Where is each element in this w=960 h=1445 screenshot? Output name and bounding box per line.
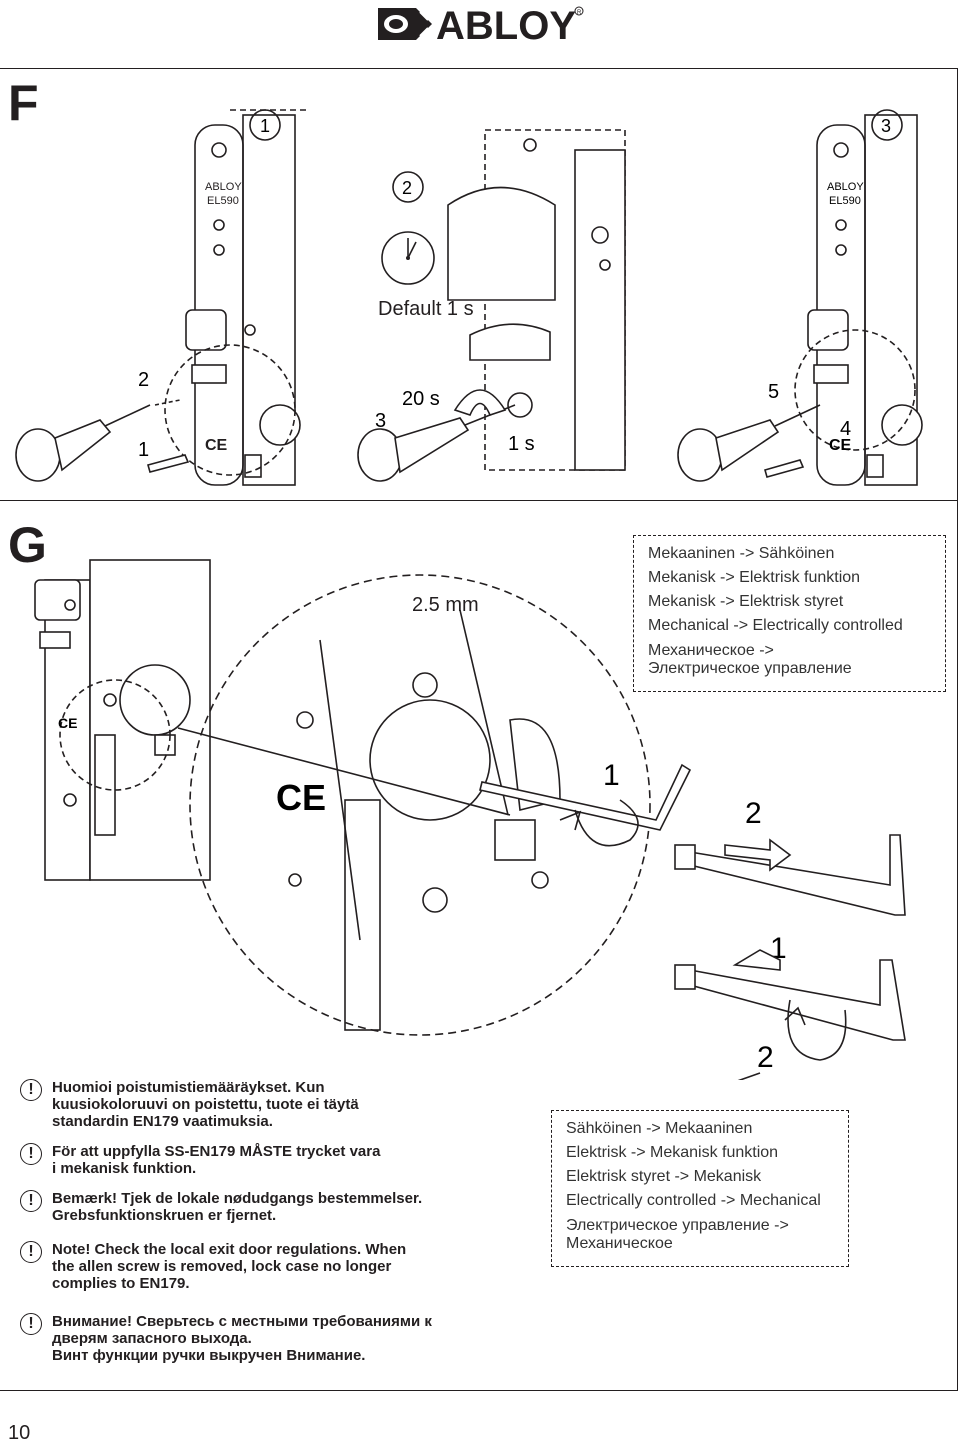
ce-mark: CE xyxy=(205,437,228,454)
box-line: Mechanical -> Electrically controlled xyxy=(648,617,903,634)
time-20s: 20 s xyxy=(402,388,440,410)
wrench-size-label: 2.5 mm xyxy=(412,594,479,616)
step-marker-1: 1 xyxy=(249,109,281,141)
box-line: Mekaaninen -> Sähköinen xyxy=(648,545,835,562)
box-line: Sähköinen -> Mekaaninen xyxy=(566,1120,753,1137)
default-time-label: Default 1 s xyxy=(378,298,474,320)
box-line: Mekanisk -> Elektrisk funktion xyxy=(648,569,861,586)
lock-model-brand: ABLOY xyxy=(827,181,864,193)
section-g-illustration: CE CE 1 2 1 2 xyxy=(34,559,906,1080)
screwdriver-icon xyxy=(677,404,821,482)
note-line: i mekanisk funktion. xyxy=(52,1160,197,1177)
callout-right-4: 4 xyxy=(840,418,851,440)
box-line: Электрическое управление -> xyxy=(566,1217,789,1234)
warning-icon: ! xyxy=(20,1079,42,1101)
svg-text:3: 3 xyxy=(881,116,891,136)
warning-icon: ! xyxy=(20,1190,42,1212)
box-line: Mekanisk -> Elektrisk styret xyxy=(648,593,844,610)
callout-lower-2: 2 xyxy=(757,1041,774,1074)
page-number: 10 xyxy=(8,1422,31,1444)
svg-text:CE: CE xyxy=(58,715,77,731)
callout-upper-1: 1 xyxy=(603,759,620,792)
note-line: standardin EN179 vaatimuksia. xyxy=(52,1113,273,1130)
warning-icon: ! xyxy=(20,1143,42,1165)
svg-text:CE: CE xyxy=(276,777,326,818)
lock-case-step2 xyxy=(447,129,626,471)
step-marker-3: 3 xyxy=(871,109,903,141)
lock-model-number: EL590 xyxy=(207,195,239,207)
section-letter-f: F xyxy=(8,75,39,131)
note-line: дверям запасного выхода. xyxy=(52,1330,252,1347)
box-line: Elektrisk styret -> Mekanisk xyxy=(566,1168,762,1185)
svg-text:R: R xyxy=(577,10,582,16)
box-line: Elektrisk -> Mekanisk funktion xyxy=(566,1144,779,1161)
note-line: För att uppfylla SS-EN179 MÅSTE trycket … xyxy=(52,1143,381,1160)
lock-faceplate-step3 xyxy=(794,114,923,486)
hex-key-upper xyxy=(479,763,692,847)
hex-key-mid xyxy=(674,834,906,916)
note-line: the allen screw is removed, lock case no… xyxy=(52,1258,392,1275)
note-line: kuusiokoloruuvi on poistettu, tuote ei t… xyxy=(52,1096,359,1113)
note-line: Внимание! Сверьтесь с местными требовани… xyxy=(52,1313,432,1330)
time-1s: 1 s xyxy=(508,433,535,455)
lock-case-small xyxy=(34,559,211,881)
page-frame xyxy=(0,68,958,1391)
ce-mark: CE xyxy=(829,437,852,454)
key-emblem-icon xyxy=(378,8,432,40)
warning-icon: ! xyxy=(20,1313,42,1335)
hex-key-lower xyxy=(674,949,906,1061)
svg-text:1: 1 xyxy=(260,116,270,136)
callout-mid-3: 3 xyxy=(375,410,386,432)
note-line: Grebsfunktionskruen er fjernet. xyxy=(52,1207,277,1224)
elec-to-mech-box: Sähköinen -> Mekaaninen Elektrisk -> Mek… xyxy=(551,1110,849,1267)
clock-icon xyxy=(381,231,435,285)
section-divider xyxy=(0,500,958,501)
callout-right-5: 5 xyxy=(768,381,779,403)
callout-left-1: 1 xyxy=(138,439,149,461)
note-line: Note! Check the local exit door regulati… xyxy=(52,1241,407,1258)
callout-upper-2: 2 xyxy=(745,797,762,830)
note-line: Винт функции ручки выкручен Внимание. xyxy=(52,1347,366,1364)
lock-model-number: EL590 xyxy=(829,195,861,207)
screwdriver-icon xyxy=(357,389,516,482)
section-f-illustration: ABLOY EL590 CE 2 1 1 2 Default 1 s 20 s … xyxy=(15,109,923,486)
warning-icon: ! xyxy=(20,1241,42,1263)
box-line: Механическое xyxy=(566,1235,673,1252)
brand-wordmark: ABLOY xyxy=(436,4,576,46)
mech-to-elec-box: Mekaaninen -> Sähköinen Mekanisk -> Elek… xyxy=(633,535,946,692)
box-line: Механическое -> xyxy=(648,642,774,659)
abloy-logo: ABLOY R xyxy=(376,2,586,48)
svg-text:2: 2 xyxy=(402,178,412,198)
magnified-lock-detail xyxy=(189,574,651,1036)
step-marker-2: 2 xyxy=(392,171,424,203)
screwdriver-icon xyxy=(15,399,190,482)
note-line: Huomioi poistumistiemääräykset. Kun xyxy=(52,1079,325,1096)
lock-model-brand: ABLOY xyxy=(205,181,242,193)
lock-faceplate-step1 xyxy=(164,109,310,486)
box-line: Электрическое управление xyxy=(648,660,852,677)
box-line: Electrically controlled -> Mechanical xyxy=(566,1192,821,1209)
section-letter-g: G xyxy=(8,517,47,573)
callout-left-2: 2 xyxy=(138,369,149,391)
note-line: complies to EN179. xyxy=(52,1275,190,1292)
note-line: Bemærk! Tjek de lokale nødudgangs bestem… xyxy=(52,1190,423,1207)
